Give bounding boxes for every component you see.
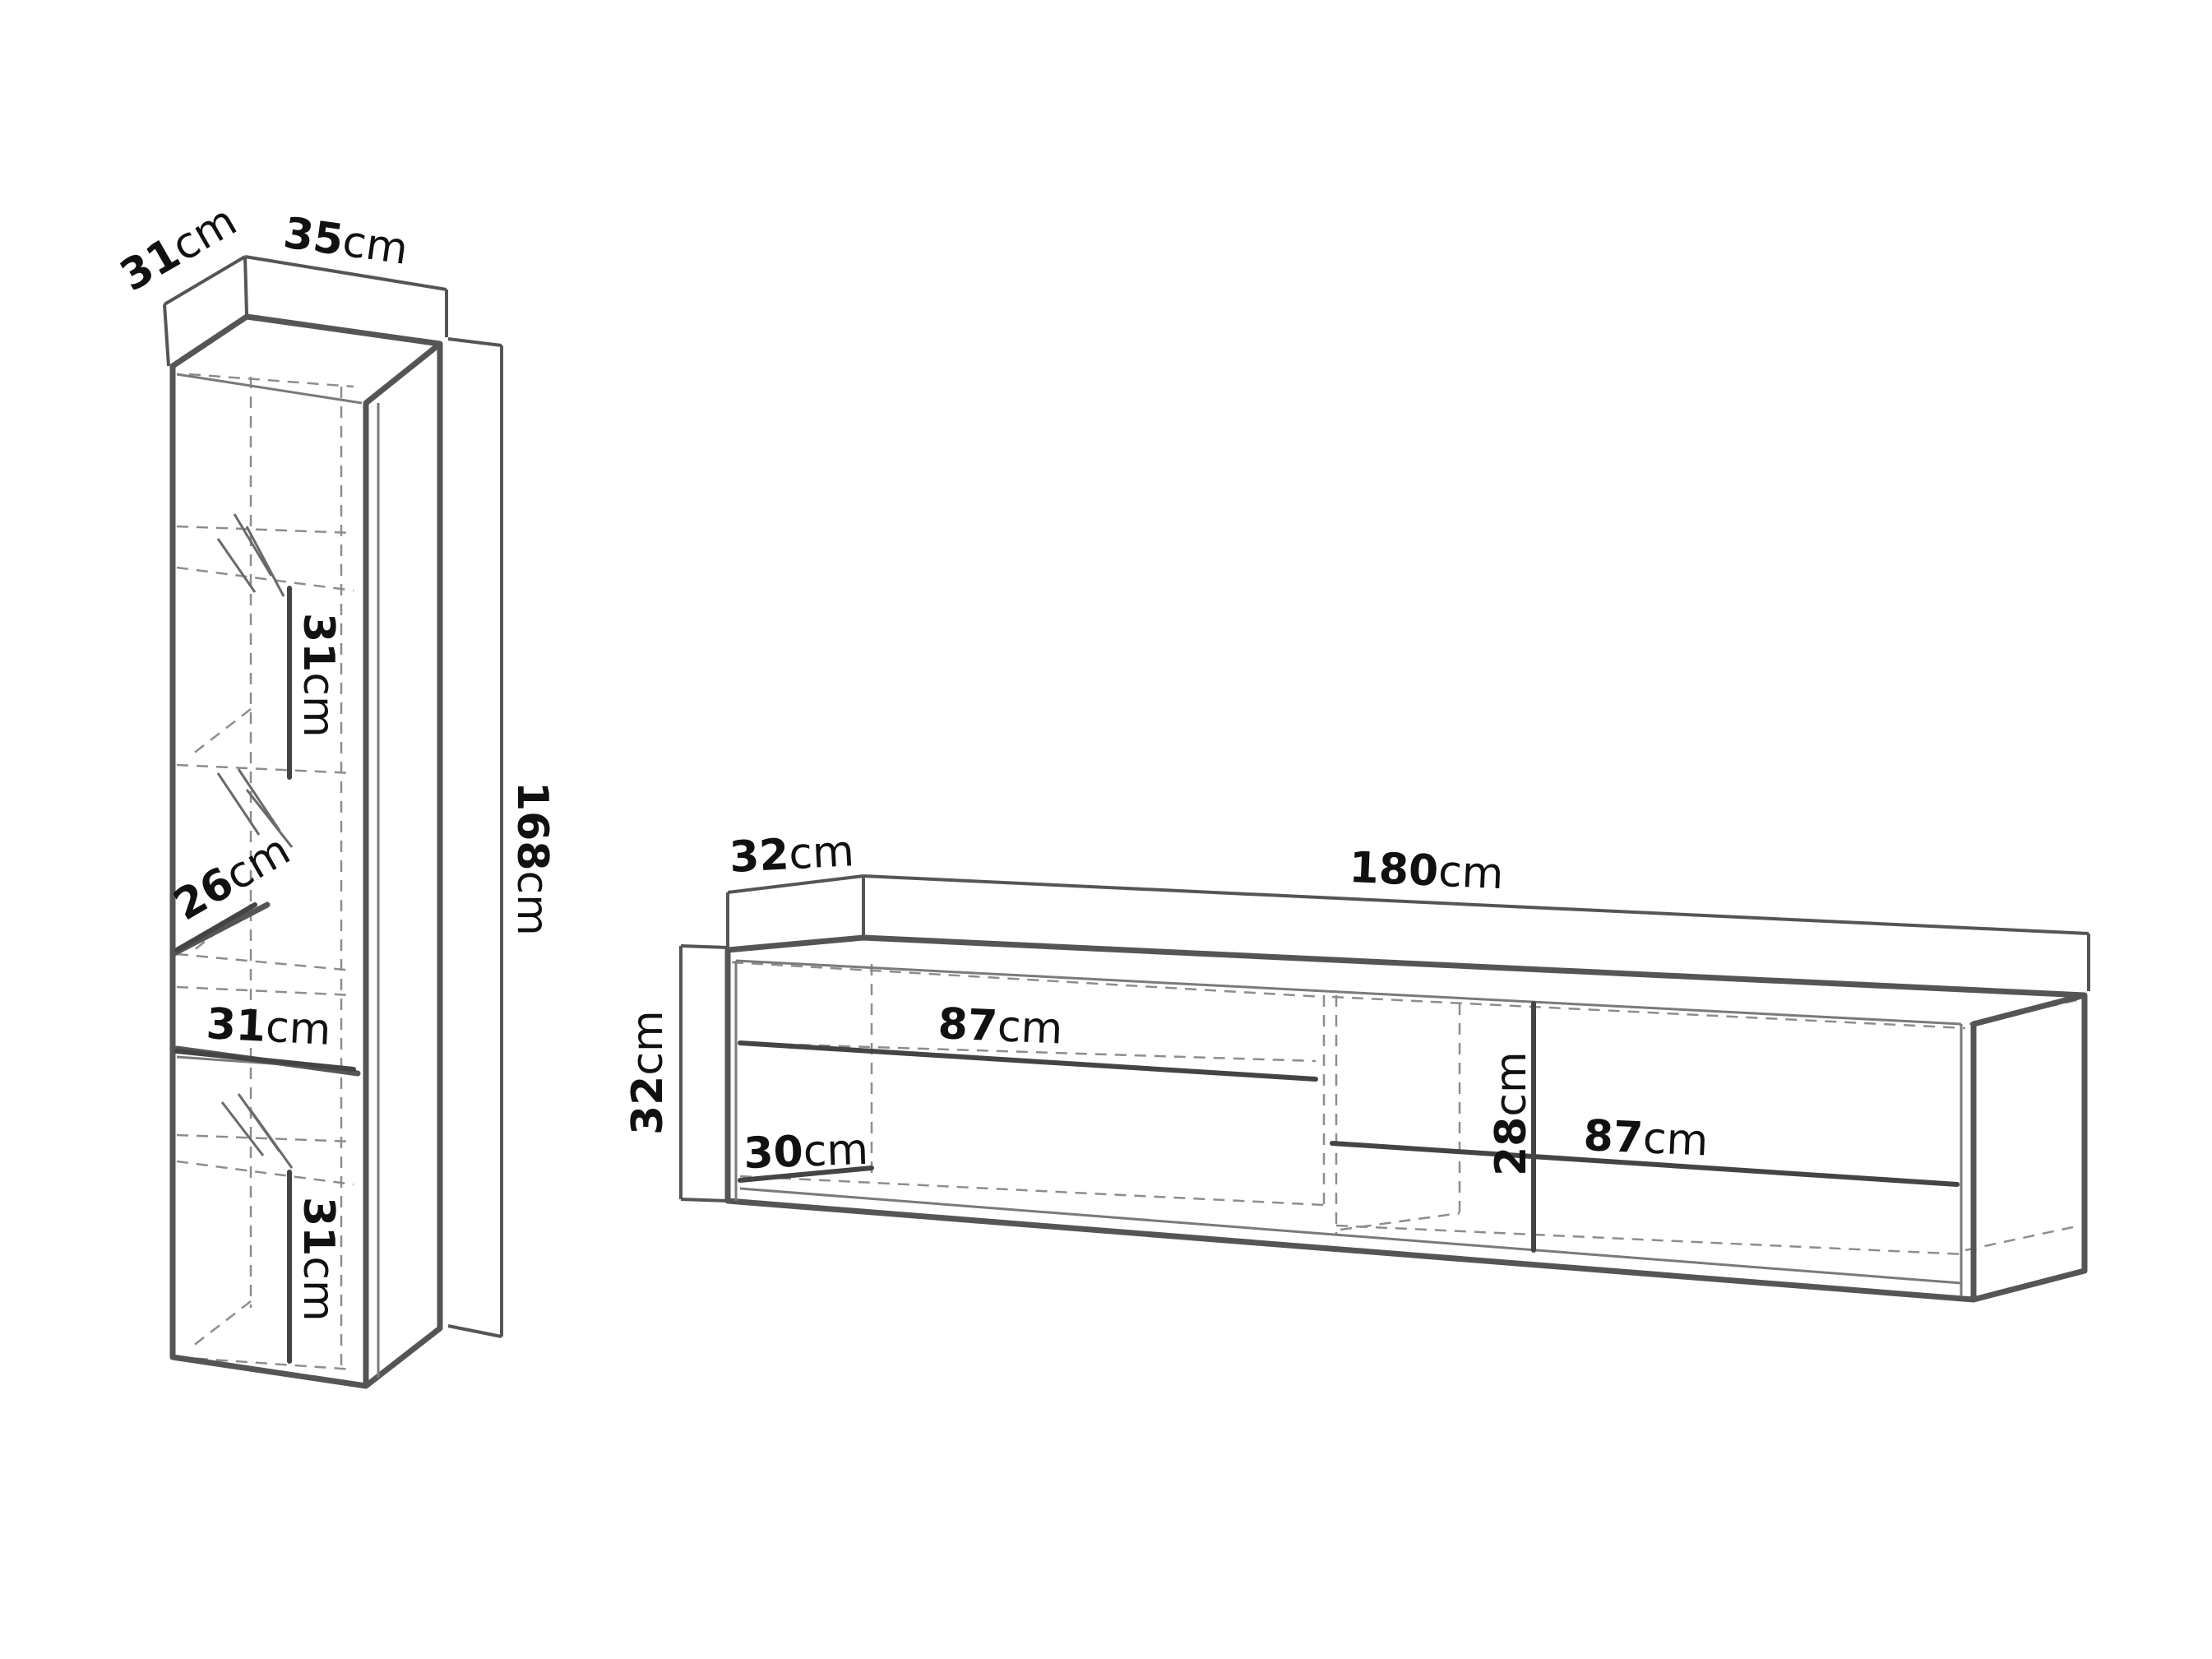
- tall-shelf-depth-label: 26cm: [166, 825, 298, 930]
- tall-cabinet-dimension-lines: [163, 255, 503, 1364]
- tall-upper-height-label: 31cm: [294, 613, 343, 738]
- low-cabinet: [724, 934, 2088, 1303]
- low-height-label: 32cm: [623, 1010, 673, 1135]
- tall-height-label: 168cm: [507, 781, 557, 936]
- low-width-line: [863, 874, 2089, 935]
- tall-inner-width-line: [174, 1049, 356, 1072]
- low-inner-height-label: 28cm: [1487, 1051, 1536, 1176]
- low-cabinet-hidden-lines: [731, 961, 2081, 1256]
- low-right-width-line: [1330, 1141, 1960, 1187]
- low-left-width-line: [738, 1040, 1318, 1082]
- low-right-width-label: 87cm: [1582, 1111, 1709, 1166]
- tall-depth-line: [163, 255, 247, 306]
- tall-cabinet-glass-marks: [216, 513, 294, 1169]
- tall-width-label: 35cm: [280, 208, 410, 275]
- low-width-label: 180cm: [1348, 843, 1504, 899]
- tall-cabinet-hidden-lines: [176, 373, 354, 1371]
- tall-inner-width-label: 31cm: [205, 999, 332, 1055]
- tall-width-line: [244, 255, 447, 291]
- low-left-width-label: 87cm: [937, 999, 1063, 1054]
- low-depth-label: 32cm: [729, 827, 856, 883]
- tall-depth-label: 31cm: [113, 196, 245, 301]
- tall-lower-height-label: 31cm: [294, 1197, 343, 1322]
- tall-cabinet-outline: [169, 313, 443, 1389]
- low-shelf-depth-line: [738, 1165, 874, 1183]
- low-depth-line: [727, 874, 864, 894]
- low-shelf-depth-label: 30cm: [743, 1125, 869, 1179]
- tall-shelf-depth-line: [174, 902, 257, 952]
- low-cabinet-outline: [724, 934, 2088, 1303]
- low-cabinet-dimension-lines: [679, 874, 2090, 1253]
